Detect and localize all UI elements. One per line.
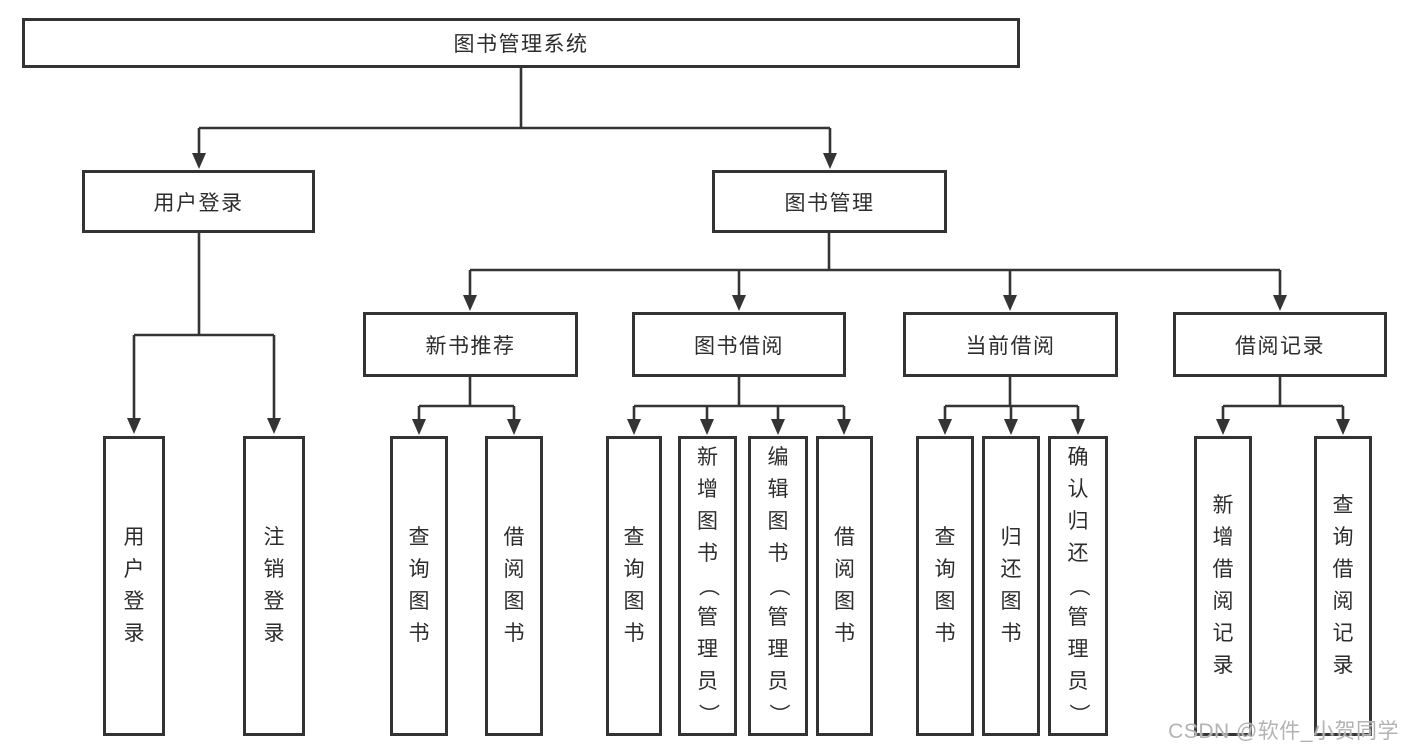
leaf-confirm-return-admin: 确认归还（管理员） (1048, 436, 1108, 736)
leaf-borrow-books-recommend: 借阅图书 (485, 436, 543, 736)
node-book-borrow: 图书借阅 (632, 312, 846, 377)
leaf-query-books-borrow: 查询图书 (606, 436, 662, 736)
csdn-watermark: CSDN @软件_小贺同学 (1168, 720, 1399, 743)
leaf-edit-book-admin: 编辑图书（管理员） (748, 436, 808, 736)
leaf-add-borrow-record: 新增借阅记录 (1194, 436, 1252, 736)
node-user-login: 用户登录 (82, 170, 315, 233)
leaf-logout: 注销登录 (243, 436, 305, 736)
leaf-query-books-current: 查询图书 (916, 436, 974, 736)
leaf-user-login: 用户登录 (103, 436, 165, 736)
node-root: 图书管理系统 (22, 18, 1020, 68)
node-new-book-recommend-label: 新书推荐 (425, 334, 516, 358)
node-book-management: 图书管理 (712, 170, 947, 233)
node-borrow-records-label: 借阅记录 (1235, 334, 1325, 358)
leaf-add-book-admin: 新增图书（管理员） (678, 436, 737, 736)
node-current-borrow-label: 当前借阅 (965, 334, 1056, 358)
node-new-book-recommend: 新书推荐 (363, 312, 578, 377)
node-root-label: 图书管理系统 (453, 33, 589, 56)
node-user-login-label: 用户登录 (153, 191, 244, 215)
node-book-borrow-label: 图书借阅 (694, 334, 784, 358)
node-book-management-label: 图书管理 (784, 191, 875, 215)
leaf-return-books: 归还图书 (982, 436, 1040, 736)
leaf-query-books-recommend: 查询图书 (390, 436, 448, 736)
node-borrow-records: 借阅记录 (1173, 312, 1387, 377)
leaf-query-borrow-record: 查询借阅记录 (1314, 436, 1372, 736)
leaf-borrow-books-borrow: 借阅图书 (816, 436, 873, 736)
node-current-borrow: 当前借阅 (903, 312, 1118, 377)
